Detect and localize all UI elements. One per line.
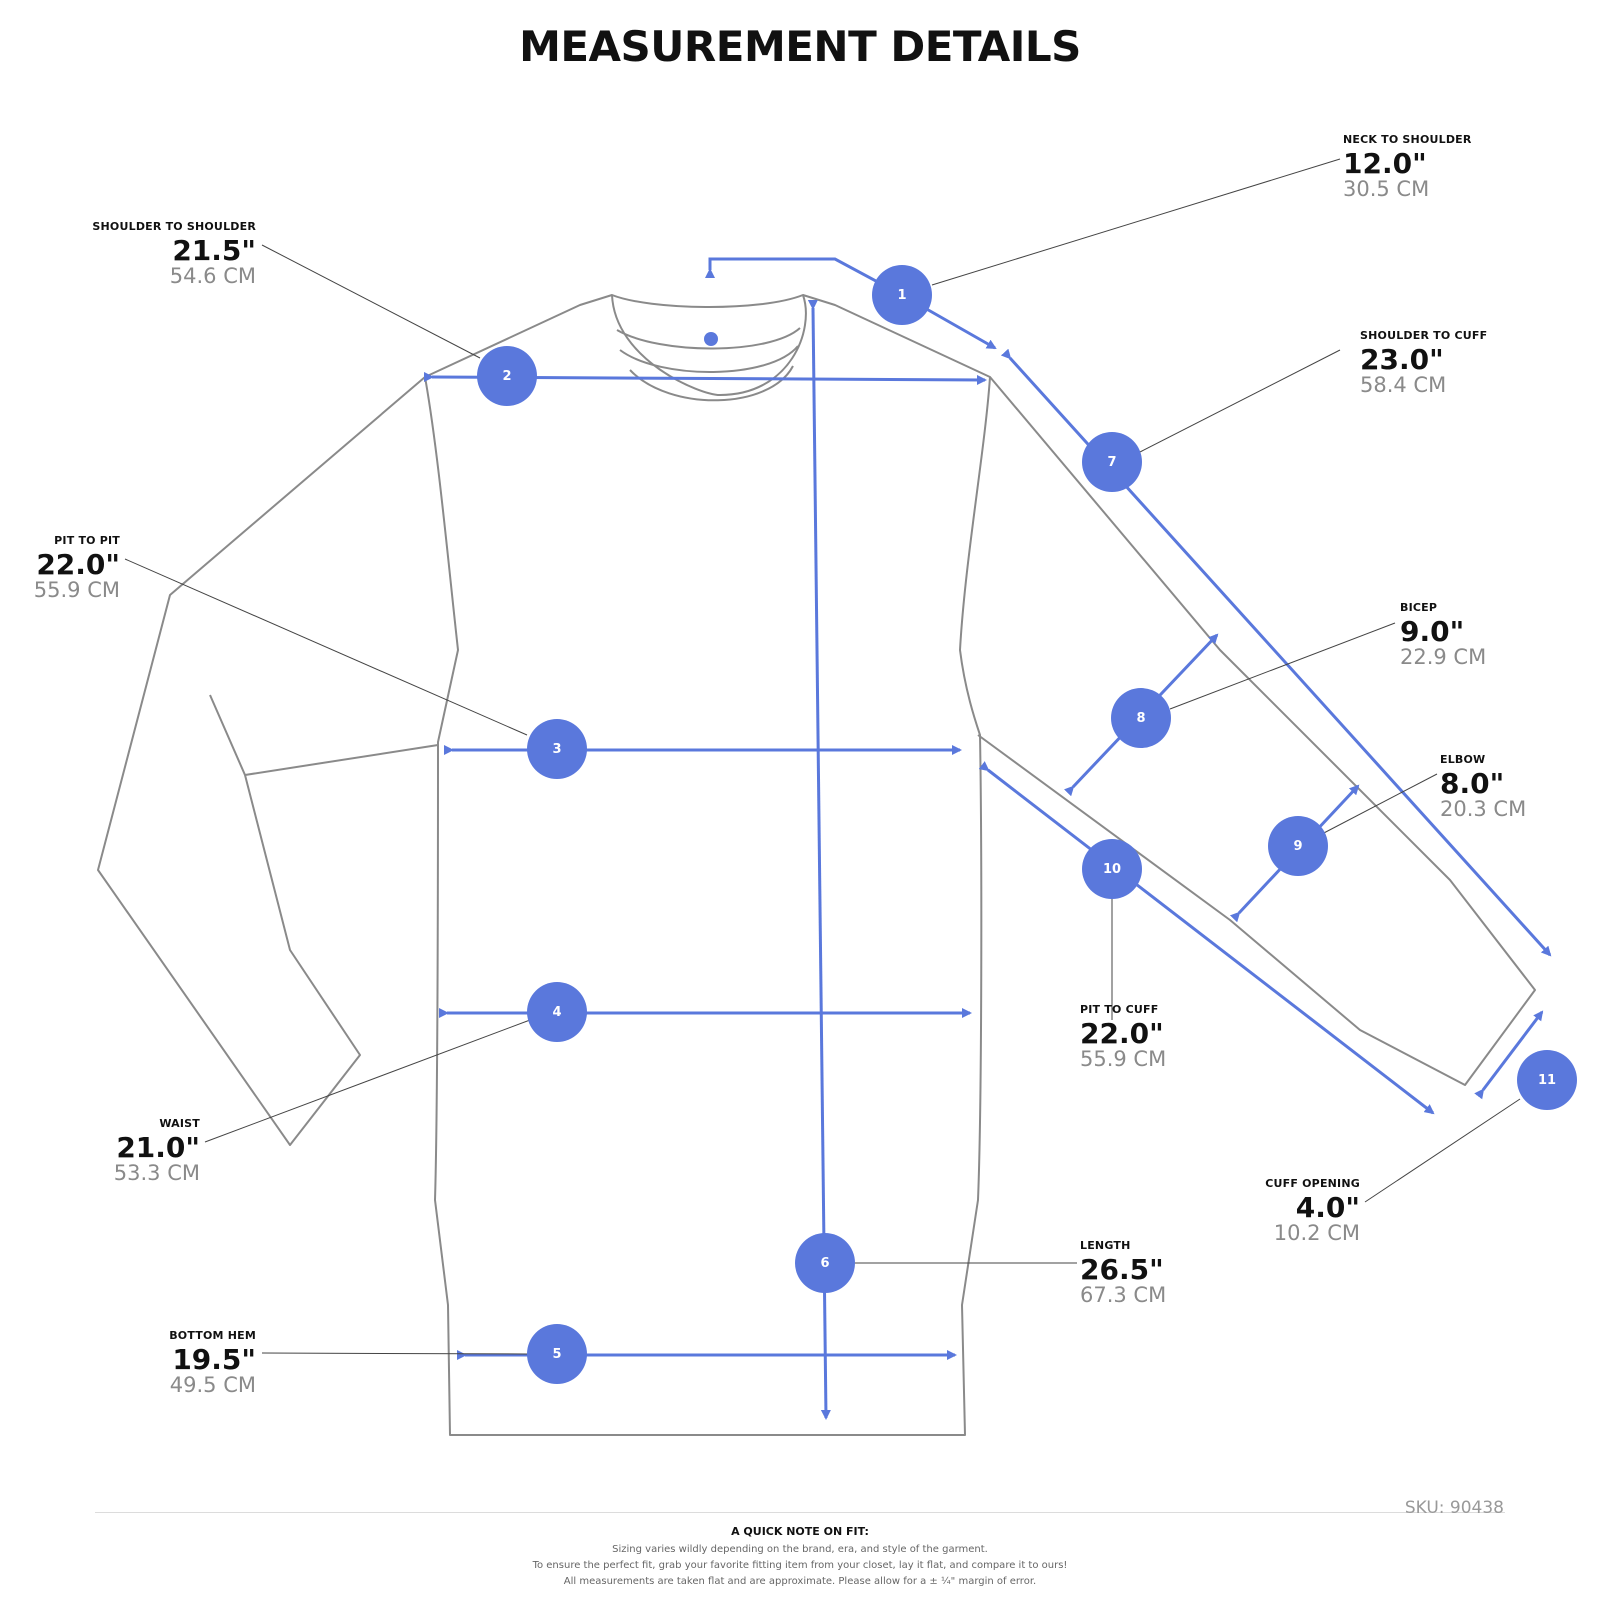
measurement-inches: 12.0" — [1343, 147, 1427, 180]
label-neck-to-shoulder: NECK TO SHOULDER 12.0" 30.5 CM — [1343, 134, 1472, 200]
measurement-inches: 21.0" — [116, 1131, 200, 1164]
measurement-name: PIT TO CUFF — [1080, 1003, 1159, 1016]
measurement-name: CUFF OPENING — [1265, 1177, 1360, 1190]
shirt-left-sleeve — [97, 376, 426, 1146]
measurement-name: PIT TO PIT — [54, 534, 120, 547]
arrow-cuff-opening — [1474, 1010, 1544, 1100]
neck-marker-dot — [704, 332, 718, 346]
measurement-inches: 21.5" — [172, 234, 256, 267]
fit-note-line: All measurements are taken flat and are … — [563, 1576, 1037, 1587]
measurement-inches: 23.0" — [1360, 343, 1444, 376]
measurement-name: LENGTH — [1080, 1239, 1131, 1252]
label-length: LENGTH 26.5" 67.3 CM — [1080, 1240, 1166, 1306]
measurement-cm: 67.3 CM — [1080, 1283, 1167, 1307]
measurement-cm: 20.3 CM — [1440, 797, 1527, 821]
arrow-pit-to-cuff — [978, 761, 1435, 1115]
measurement-cm: 49.5 CM — [169, 1373, 256, 1397]
label-pit-to-pit: PIT TO PIT 22.0" 55.9 CM — [34, 535, 120, 601]
fit-note-line: To ensure the perfect fit, grab your fav… — [532, 1560, 1068, 1571]
measurement-cm: 55.9 CM — [1080, 1047, 1167, 1071]
marker-2: 2 — [477, 346, 537, 406]
footer-divider — [95, 1512, 1505, 1513]
marker-7: 7 — [1082, 432, 1142, 492]
leader-shoulder-to-shoulder — [261, 244, 481, 359]
fit-note-heading: A QUICK NOTE ON FIT: — [731, 1525, 869, 1538]
measurement-cm: 54.6 CM — [169, 264, 256, 288]
measurement-name: SHOULDER TO SHOULDER — [92, 220, 256, 233]
label-bicep: BICEP 9.0" 22.9 CM — [1400, 602, 1486, 668]
sku-label: SKU: 90438 — [1404, 1498, 1504, 1518]
measurement-cm: 58.4 CM — [1360, 373, 1447, 397]
leader-lines — [124, 158, 1521, 1355]
measurement-cm: 53.3 CM — [113, 1161, 200, 1185]
leader-bottom-hem — [261, 1352, 528, 1355]
label-pit-to-cuff: PIT TO CUFF 22.0" 55.9 CM — [1080, 1004, 1166, 1070]
measurement-name: BOTTOM HEM — [169, 1329, 256, 1342]
measurement-inches: 8.0" — [1440, 767, 1505, 800]
fit-note: A QUICK NOTE ON FIT: Sizing varies wildl… — [0, 1525, 1600, 1590]
measurement-inches: 4.0" — [1295, 1191, 1360, 1224]
leader-pit-to-pit — [124, 558, 528, 736]
page-title: MEASUREMENT DETAILS — [519, 22, 1081, 71]
marker-9: 9 — [1268, 816, 1328, 876]
measurement-inches: 9.0" — [1400, 615, 1465, 648]
label-cuff-opening: CUFF OPENING 4.0" 10.2 CM — [1265, 1178, 1360, 1244]
measurement-name: SHOULDER TO CUFF — [1360, 329, 1488, 342]
measurement-inches: 26.5" — [1080, 1253, 1164, 1286]
marker-10: 10 — [1082, 839, 1142, 899]
label-bottom-hem: BOTTOM HEM 19.5" 49.5 CM — [169, 1330, 256, 1396]
measurement-cm: 30.5 CM — [1343, 177, 1430, 201]
measurement-inches: 22.0" — [1080, 1017, 1164, 1050]
measurement-cm: 22.9 CM — [1400, 645, 1487, 669]
leader-waist — [204, 1019, 531, 1143]
leader-cuff-opening — [1364, 1098, 1521, 1203]
leader-shoulder-to-cuff — [1139, 349, 1341, 453]
marker-3: 3 — [527, 719, 587, 779]
leader-bicep — [1169, 622, 1396, 710]
marker-5: 5 — [527, 1324, 587, 1384]
label-waist: WAIST 21.0" 53.3 CM — [114, 1118, 200, 1184]
label-shoulder-to-cuff: SHOULDER TO CUFF 23.0" 58.4 CM — [1360, 330, 1487, 396]
shirt-body — [424, 294, 991, 1436]
marker-11: 11 — [1517, 1050, 1577, 1110]
marker-4: 4 — [527, 982, 587, 1042]
label-elbow: ELBOW 8.0" 20.3 CM — [1440, 754, 1526, 820]
label-shoulder-to-shoulder: SHOULDER TO SHOULDER 21.5" 54.6 CM — [92, 221, 256, 287]
marker-1: 1 — [872, 265, 932, 325]
fit-note-line: Sizing varies wildly depending on the br… — [612, 1544, 988, 1555]
shirt-left-sleeve-seam — [244, 744, 439, 776]
marker-8: 8 — [1111, 688, 1171, 748]
leader-neck-to-shoulder — [931, 158, 1341, 286]
measurement-cm: 55.9 CM — [33, 578, 120, 602]
measurement-cm: 10.2 CM — [1273, 1221, 1360, 1245]
measurement-name: ELBOW — [1440, 753, 1486, 766]
leader-elbow — [1319, 773, 1438, 836]
marker-6: 6 — [795, 1233, 855, 1293]
measurement-name: WAIST — [159, 1117, 200, 1130]
measurement-arrows — [423, 257, 1552, 1420]
arrow-neck-to-shoulder — [705, 257, 997, 350]
shirt-collar-rib-2 — [619, 345, 799, 373]
measurement-name: NECK TO SHOULDER — [1343, 133, 1472, 146]
measurement-name: BICEP — [1400, 601, 1438, 614]
measurement-inches: 22.0" — [36, 548, 120, 581]
measurement-inches: 19.5" — [172, 1343, 256, 1376]
